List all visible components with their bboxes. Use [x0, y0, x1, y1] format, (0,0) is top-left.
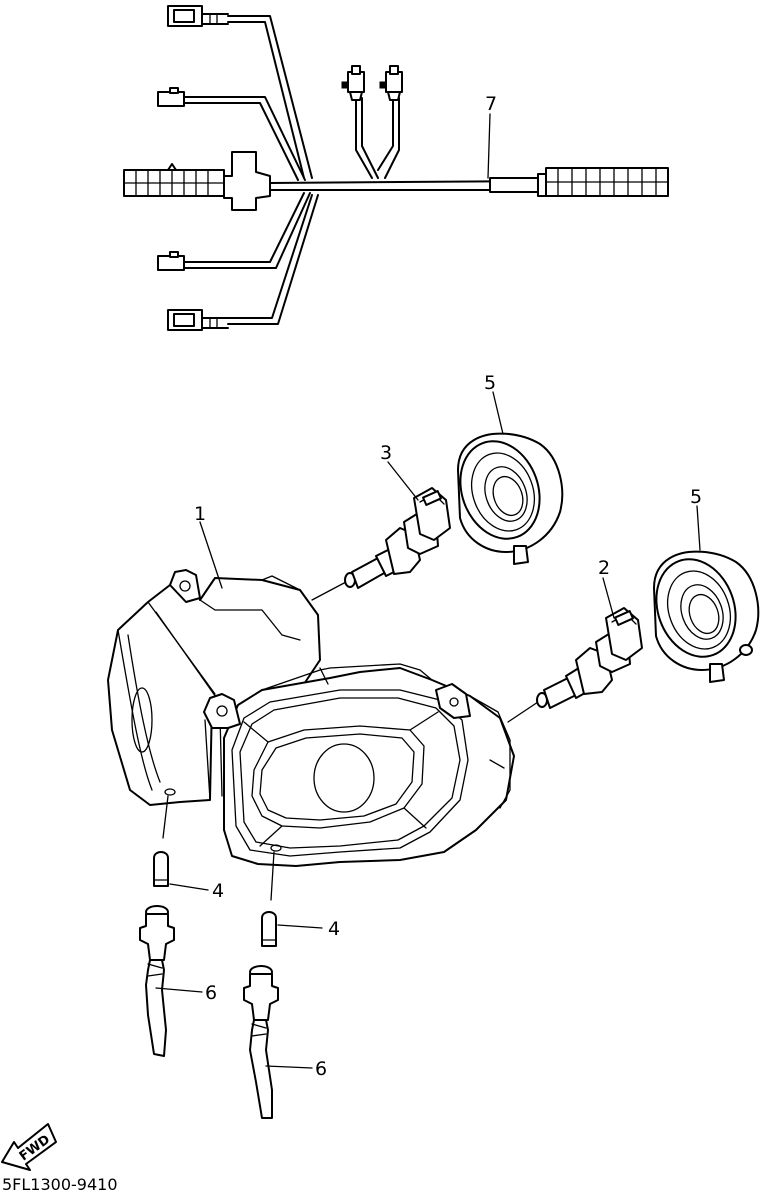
callout-1: 1: [194, 503, 206, 525]
callout-4-left: 4: [212, 880, 224, 902]
headlight-unit: [107, 569, 515, 901]
dust-cover-upper: [457, 432, 564, 565]
bulb-3: [311, 487, 451, 601]
callout-5-lower: 5: [690, 486, 702, 508]
callout-6-right: 6: [315, 1058, 327, 1080]
callout-6-left: 6: [205, 982, 217, 1004]
bulb-socket-left: [139, 905, 175, 1057]
callout-7: 7: [485, 93, 497, 115]
callout-2: 2: [598, 557, 610, 579]
diagram-code: 5FL1300-9410: [2, 1175, 118, 1194]
wire-harness: [123, 5, 669, 331]
forward-direction-arrow: FWD: [1, 1123, 57, 1171]
callout-labels: 1 2 3 4 4 5 5 6 6 7: [194, 93, 702, 1080]
bulb-socket-right: [243, 965, 279, 1119]
position-bulb-right: [261, 911, 277, 947]
position-bulb-left: [153, 851, 169, 887]
callout-3: 3: [380, 442, 392, 464]
bulb-2: [507, 607, 643, 723]
leader-lines: [155, 113, 701, 1069]
callout-4-right: 4: [328, 918, 340, 940]
dust-cover-lower: [653, 550, 760, 683]
callout-5-upper: 5: [484, 372, 496, 394]
